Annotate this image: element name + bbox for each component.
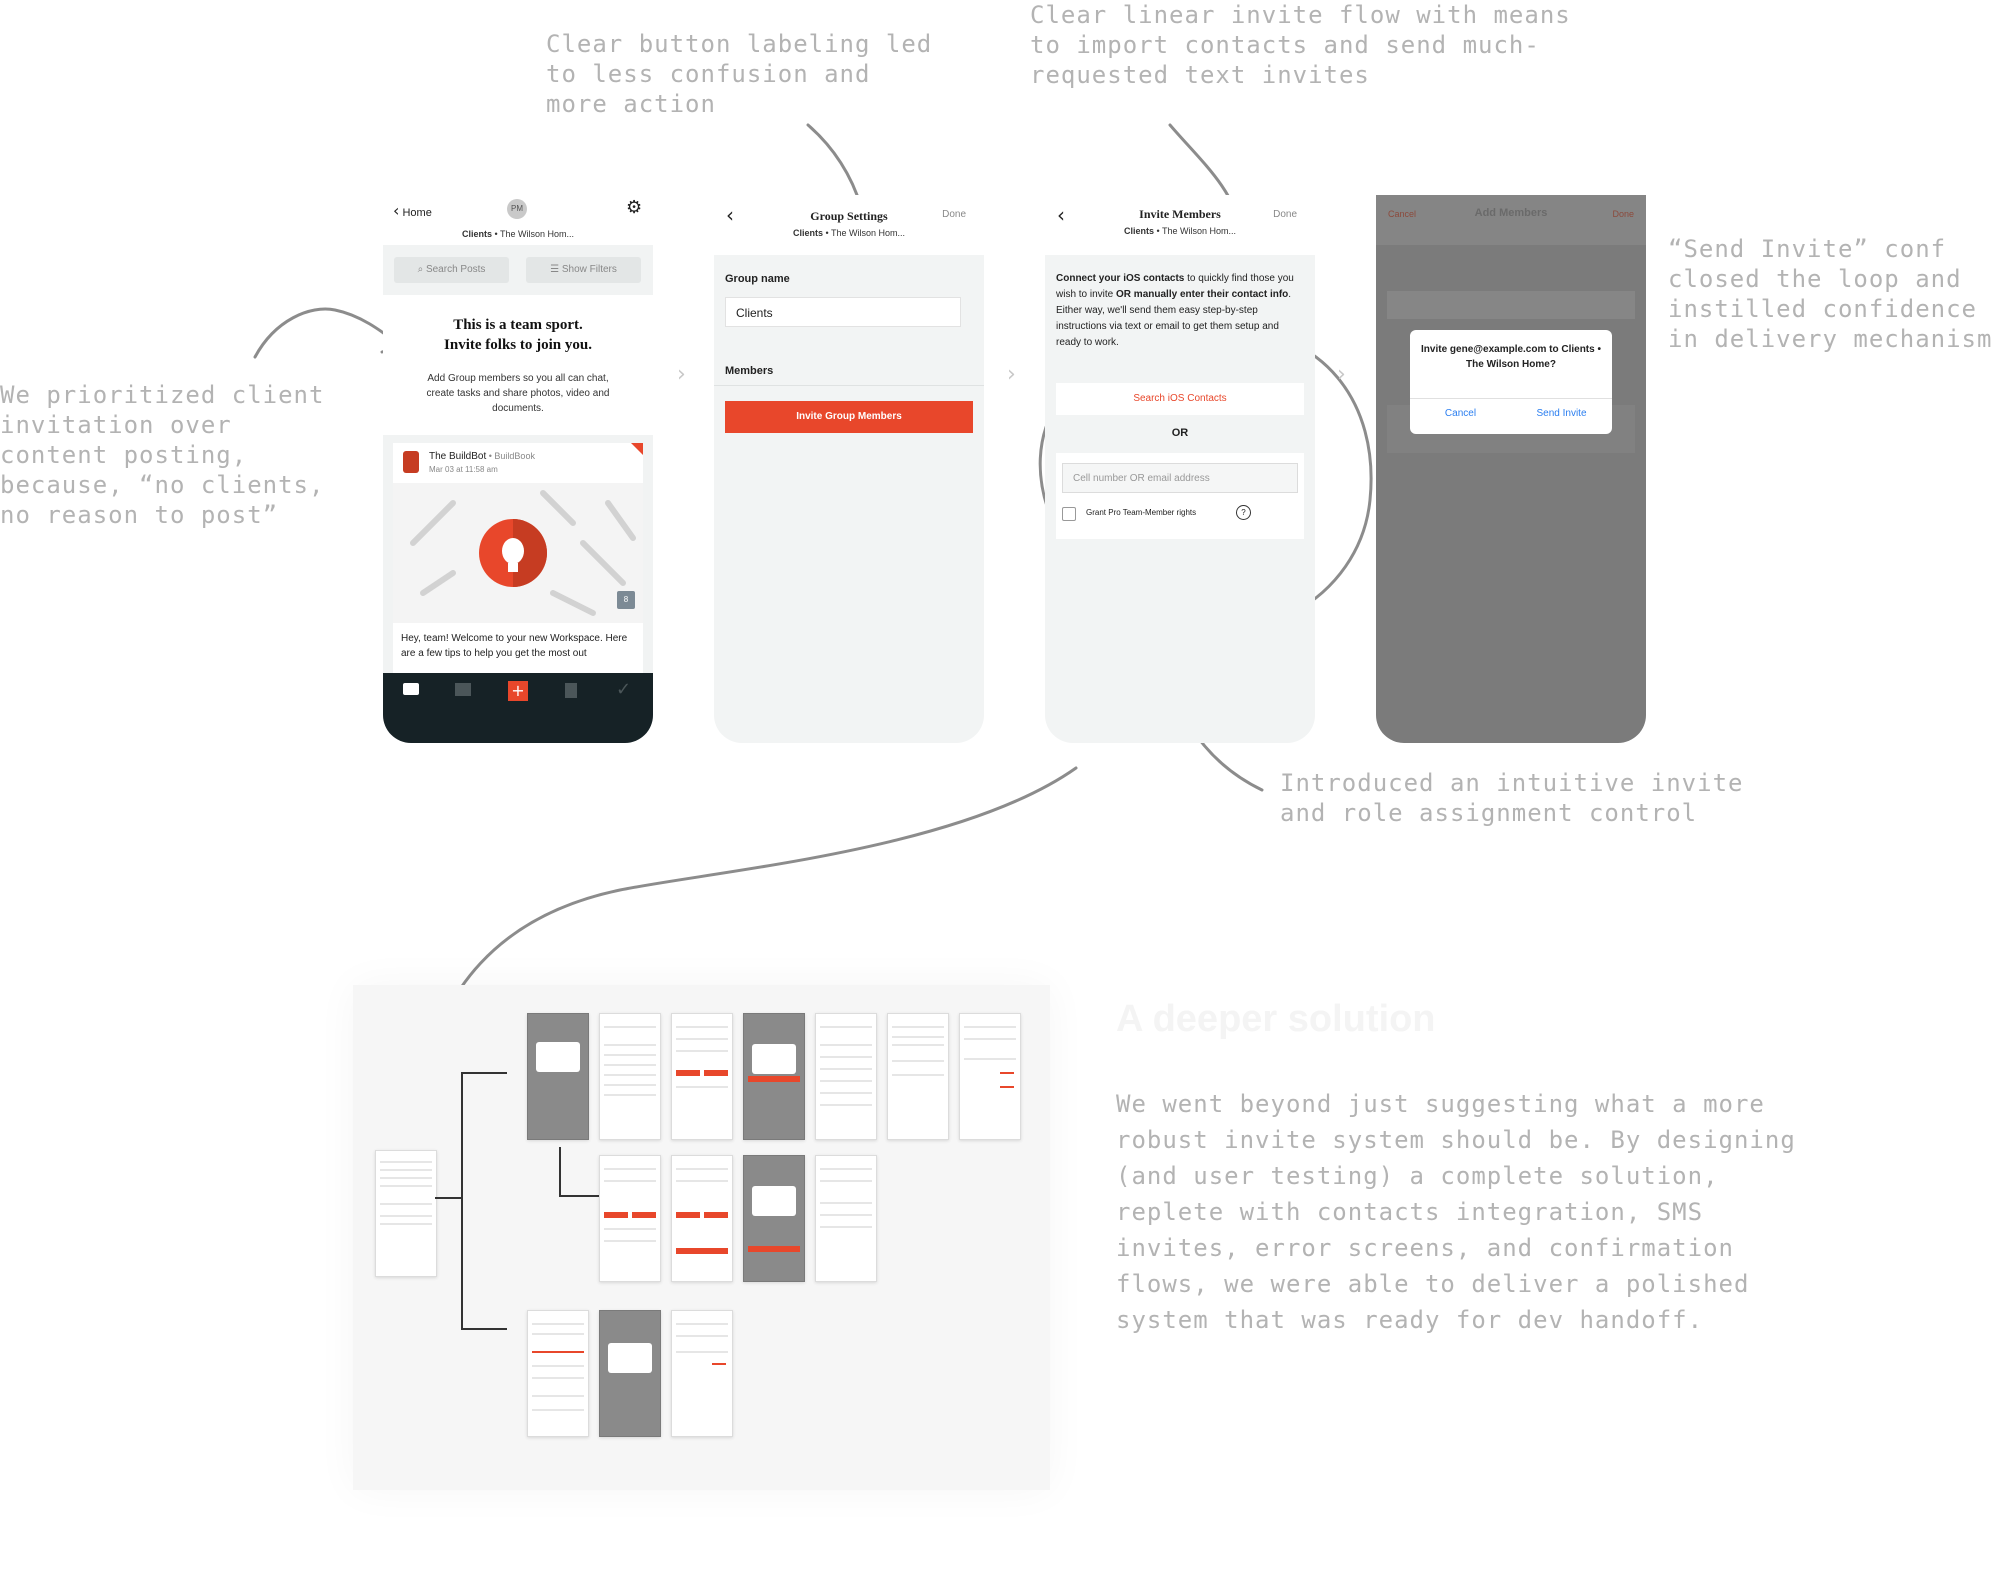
page-title: Invite Members (1139, 207, 1221, 221)
help-icon[interactable]: ? (1236, 505, 1251, 520)
dialog-divider (1410, 398, 1612, 399)
flow-screen-r1-5[interactable] (815, 1013, 877, 1140)
flow-screen-r1-3[interactable] (671, 1013, 733, 1140)
image-count-badge: 8 (617, 591, 635, 609)
bg-title: Add Members (1474, 207, 1548, 219)
annotation-button-labeling: Clear button labeling led to less confus… (546, 30, 933, 118)
document-icon[interactable] (565, 683, 577, 698)
bottom-tab-bar: + ✓ (383, 673, 653, 743)
connector-row-1 (461, 1072, 507, 1074)
invite-intro: Connect your iOS contacts to quickly fin… (1056, 273, 1294, 348)
members-divider (714, 385, 984, 386)
contact-input[interactable]: Cell number OR email address (1062, 463, 1298, 493)
connector-trunk-a (435, 1197, 461, 1199)
flow-start-screen[interactable] (375, 1150, 437, 1277)
feed-header: ‹ Home PM ⚙ Clients • The Wilson Hom... (383, 195, 653, 245)
chevron-left-icon[interactable]: ‹ (726, 203, 734, 227)
connector-trunk-b (461, 1072, 463, 1328)
group-name-label: Group name (725, 273, 790, 285)
screen-confirm-invite: Cancel Add Members Done Invite gene@exam… (1376, 195, 1646, 743)
screen-feed: ‹ Home PM ⚙ Clients • The Wilson Hom... … (383, 195, 653, 743)
confirm-dialog: Invite gene@example.com to Clients • The… (1410, 330, 1612, 434)
flow-chevron-3: › (1337, 362, 1346, 387)
headline-2: Invite folks to join you. (444, 337, 592, 353)
dim-header: Cancel Add Members Done (1376, 195, 1646, 245)
search-ios-contacts-button[interactable]: Search iOS Contacts (1056, 383, 1304, 415)
deeper-solution-body: We went beyond just suggesting what a mo… (1116, 1090, 1796, 1334)
invite-group-members-button[interactable]: Invite Group Members (725, 401, 973, 433)
dialog-message: Invite gene@example.com to Clients • The… (1421, 344, 1601, 370)
dim-field (1387, 291, 1635, 319)
send-invite-button[interactable]: Send Invite (1536, 408, 1587, 419)
grant-rights-label: Grant Pro Team-Member rights (1086, 508, 1197, 517)
flow-overview-panel (353, 985, 1050, 1490)
bg-done: Done (1612, 209, 1634, 219)
settings-header: ‹ Group Settings Done Clients • The Wils… (714, 195, 984, 255)
screen-invite-members: ‹ Invite Members Done Clients • The Wils… (1045, 195, 1315, 743)
flow-screen-r1-7[interactable] (959, 1013, 1021, 1140)
post-author: The BuildBot • BuildBook (429, 451, 535, 462)
back-label: Home (402, 207, 432, 219)
or-label: OR (1171, 427, 1189, 439)
manual-entry-card: Cell number OR email address Grant Pro T… (1056, 453, 1304, 539)
group-subtitle: Clients • The Wilson Hom... (1123, 226, 1237, 236)
flow-screen-r3-1[interactable] (527, 1310, 589, 1437)
flow-screen-r1-6[interactable] (887, 1013, 949, 1140)
post-text: Hey, team! Welcome to your new Workspace… (401, 633, 628, 659)
filter-icon: ☰ (550, 264, 562, 275)
members-label: Members (725, 365, 774, 377)
avatar[interactable]: PM (507, 199, 527, 219)
connector-row-2a (559, 1147, 561, 1197)
post-image: 8 (393, 483, 643, 623)
checkmark-icon[interactable]: ✓ (616, 679, 632, 700)
deeper-solution-title: A deeper solution (1116, 998, 1436, 1040)
annotation-send-invite: “Send Invite” conf closed the loop and i… (1668, 235, 1993, 353)
bg-cancel: Cancel (1388, 209, 1417, 219)
cancel-button[interactable]: Cancel (1444, 408, 1477, 419)
screen-group-settings: ‹ Group Settings Done Clients • The Wils… (714, 195, 984, 743)
flow-chevron-2: › (1007, 362, 1016, 387)
done-button[interactable]: Done (942, 209, 966, 220)
flow-screen-r3-2[interactable] (599, 1310, 661, 1437)
connector-row-3 (461, 1328, 507, 1330)
gear-icon[interactable]: ⚙ (626, 197, 643, 218)
show-filters-button[interactable]: ☰ Show Filters (526, 257, 641, 283)
flow-chevron-1: › (677, 362, 686, 387)
post-time: Mar 03 at 11:58 am (429, 465, 498, 474)
back-button[interactable]: ‹ Home (393, 201, 432, 220)
search-posts-button[interactable]: ⌕ Search Posts (394, 257, 509, 283)
flow-screen-r1-1[interactable] (527, 1013, 589, 1140)
search-icon: ⌕ (417, 264, 426, 275)
annotation-role-control: Introduced an intuitive invite and role … (1280, 769, 1744, 827)
group-name-field[interactable]: Clients (725, 297, 961, 327)
grant-rights-checkbox[interactable] (1062, 507, 1076, 521)
flow-screen-r2-3[interactable] (743, 1155, 805, 1282)
add-icon[interactable]: + (508, 681, 528, 701)
empty-state-body: Add Group members so you all can chat, c… (426, 373, 610, 414)
group-subtitle: Clients • The Wilson Hom... (461, 229, 575, 239)
headline-1: This is a team sport. (453, 317, 583, 333)
photo-icon[interactable] (455, 683, 471, 696)
flow-screen-r2-1[interactable] (599, 1155, 661, 1282)
annotation-linear-flow: Clear linear invite flow with means to i… (1030, 1, 1571, 89)
chevron-left-icon[interactable]: ‹ (1057, 203, 1065, 227)
page-title: Group Settings (810, 209, 888, 223)
invite-header: ‹ Invite Members Done Clients • The Wils… (1045, 195, 1315, 255)
tools-illustration (410, 490, 636, 616)
flow-screen-r1-4[interactable] (743, 1013, 805, 1140)
chevron-left-icon: ‹ (393, 201, 400, 220)
connector-row-2b (559, 1195, 605, 1197)
chat-icon[interactable] (403, 683, 419, 695)
corner-flag (631, 443, 643, 455)
flow-screen-r2-4[interactable] (815, 1155, 877, 1282)
bot-avatar-icon (403, 451, 419, 473)
flow-screen-r1-2[interactable] (599, 1013, 661, 1140)
group-subtitle: Clients • The Wilson Hom... (792, 228, 906, 238)
post-card[interactable]: The BuildBot • BuildBook Mar 03 at 11:58… (393, 443, 643, 673)
done-button[interactable]: Done (1273, 209, 1297, 220)
annotation-prioritized: We prioritized client invitation over co… (0, 381, 325, 529)
flow-screen-r3-3[interactable] (671, 1310, 733, 1437)
flow-screen-r2-2[interactable] (671, 1155, 733, 1282)
empty-state-card: This is a team sport. Invite folks to jo… (383, 295, 653, 435)
